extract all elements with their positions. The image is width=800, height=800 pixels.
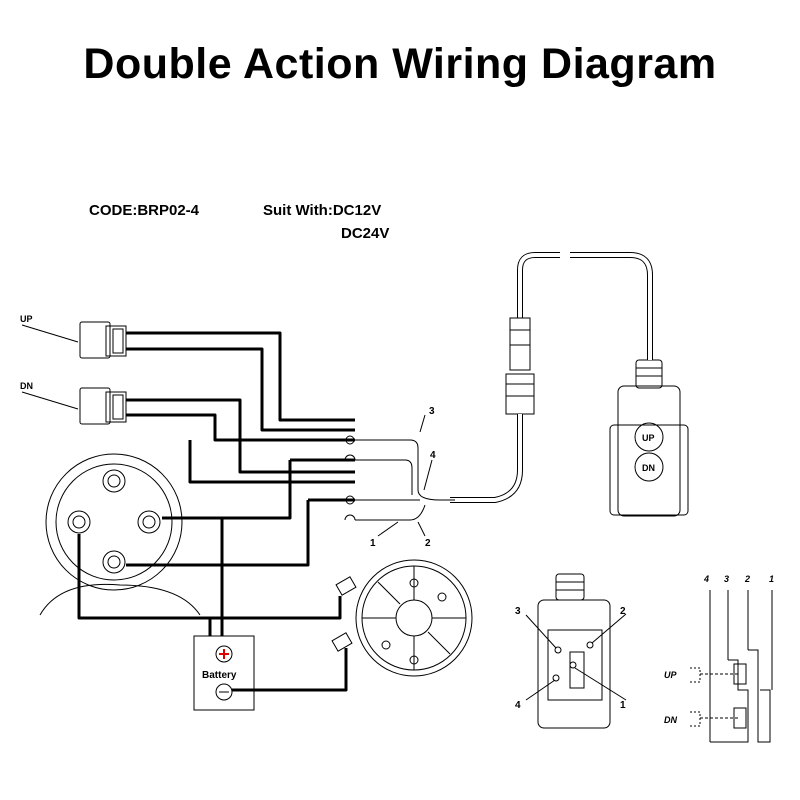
wire-label-3: 3 [429,406,435,417]
wire-label-1: 1 [370,538,376,549]
up-valve-label: UP [20,314,33,324]
schematic-terminal-2: 2 [744,574,750,584]
schematic-terminal-4: 4 [703,574,709,584]
schematic-terminal-3: 3 [724,574,729,584]
controller-cable [450,252,653,503]
controller-up-button-label: UP [642,433,655,443]
switch-terminal-4: 4 [515,700,521,711]
switch-box [525,573,627,729]
voltage-suit-label: Suit With:DC12V [263,202,382,219]
wire-label-4: 4 [430,450,436,461]
motor [331,559,473,677]
page-title: Double Action Wiring Diagram [83,40,717,88]
switch-schematic [690,590,773,743]
schematic-dn-label: DN [664,715,677,725]
dn-valve-label: DN [20,381,33,391]
relay-solenoid [39,453,201,616]
wire-label-2: 2 [425,538,431,549]
switch-terminal-2: 2 [620,606,626,617]
wiring-harness [77,331,355,692]
battery-label: Battery [202,670,237,681]
wire-bundle [344,414,455,537]
controller-dn-button-label: DN [642,463,655,473]
schematic-terminal-1: 1 [769,574,774,584]
battery [193,635,255,711]
dn-valve [21,387,127,425]
product-code: CODE:BRP02-4 [89,202,200,219]
switch-terminal-3: 3 [515,606,521,617]
voltage-suit-label-2: DC24V [341,225,390,242]
up-valve [21,321,127,359]
battery-positive-icon [219,649,229,659]
switch-terminal-1: 1 [620,700,626,711]
schematic-up-label: UP [664,670,677,680]
